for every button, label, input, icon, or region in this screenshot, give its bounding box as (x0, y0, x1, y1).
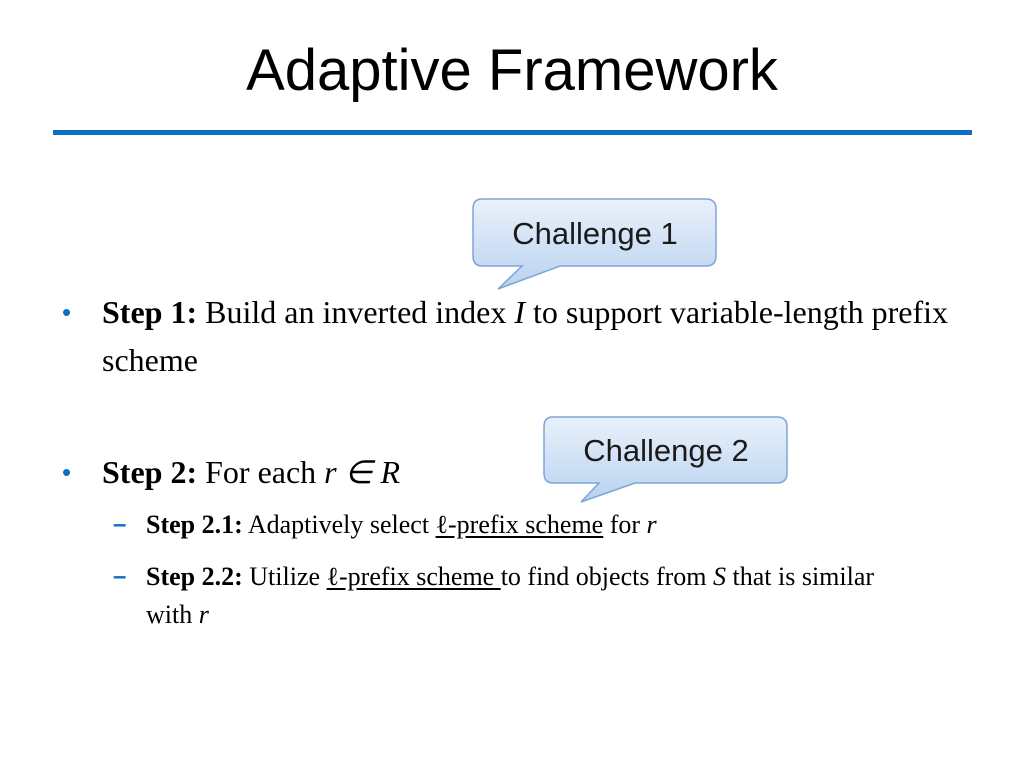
title-divider (53, 130, 972, 135)
bullet-step-1-text: Step 1: Build an inverted index I to sup… (102, 288, 982, 384)
step-2-2-text-before: Utilize (242, 562, 327, 591)
step-1-index-symbol: I (514, 294, 526, 330)
sub-bullet-marker: – (113, 563, 127, 590)
step-2-2-lead: Step 2.2: (146, 562, 243, 591)
step-2-2-symbol: r (198, 600, 209, 629)
speech-bubble-icon (543, 416, 788, 503)
challenge-2-label: Challenge 2 (583, 433, 749, 468)
step-2-1-text-after: for (603, 510, 647, 539)
step-2-1-text-before: Adaptively select (242, 510, 436, 539)
bullet-marker: • (62, 457, 72, 487)
slide-title: Adaptive Framework (246, 38, 778, 103)
step-2-math: r ∈ R (324, 454, 401, 490)
sub-bullet-step-2-2-text: Step 2.2: Utilize ℓ-prefix scheme to fin… (146, 558, 916, 634)
step-2-2-set-symbol: S (713, 562, 726, 591)
bullet-marker: • (62, 297, 72, 327)
step-1-text-after: to support variable-length prefix scheme (102, 294, 949, 378)
step-2-text: For each (197, 454, 325, 490)
step-2-2-prefix-scheme: ℓ-prefix scheme (326, 562, 501, 591)
bullet-step-2-text: Step 2: For each r ∈ R (102, 448, 602, 496)
challenge-1-callout: Challenge 1 (472, 198, 718, 290)
speech-bubble-icon (472, 198, 717, 290)
step-2-2-text-after: to find objects from (500, 562, 713, 591)
step-2-lead: Step 2: (102, 454, 198, 490)
step-2-1-prefix-scheme: ℓ-prefix scheme (435, 510, 604, 539)
sub-bullet-marker: – (113, 511, 127, 538)
step-2-1-symbol: r (646, 510, 657, 539)
step-2-1-lead: Step 2.1: (146, 510, 243, 539)
challenge-2-callout: Challenge 2 (543, 416, 789, 506)
challenge-1-label: Challenge 1 (512, 216, 678, 251)
step-1-lead: Step 1: (102, 294, 198, 330)
step-2-2-text-after-2: that is similar with (146, 562, 875, 629)
sub-bullet-step-2-1-text: Step 2.1: Adaptively select ℓ-prefix sch… (146, 506, 916, 544)
step-1-text-before: Build an inverted index (197, 294, 515, 330)
